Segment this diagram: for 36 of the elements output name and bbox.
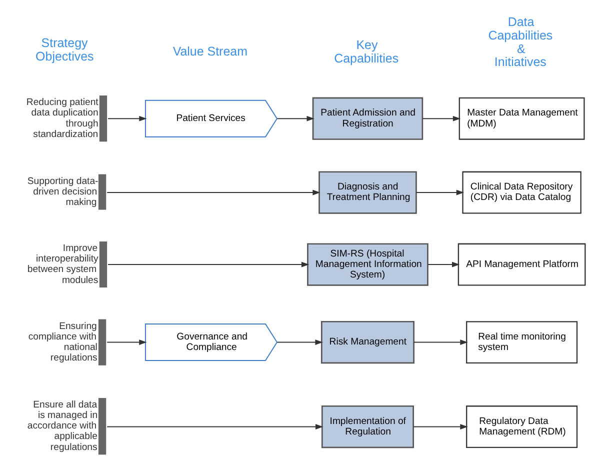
node-box: Clinical Data Repository (CDR) via Data Catalog xyxy=(462,171,581,214)
node-box: Diagnosis and Treatment Planning xyxy=(318,171,416,214)
arrow xyxy=(412,340,468,345)
node-box xyxy=(98,96,107,142)
node-label: Reducing patient data duplication through standardization xyxy=(26,97,98,140)
node-box: SIM-RS (Hospital Management Information System) xyxy=(306,243,428,286)
label: Value Stream xyxy=(172,44,247,59)
node-box xyxy=(98,241,107,288)
arrow xyxy=(106,190,320,196)
arrow xyxy=(426,262,460,268)
node-box xyxy=(98,398,106,455)
node-box: Regulatory Data Management (RDM) xyxy=(466,406,578,448)
arrow xyxy=(276,116,314,122)
node-box: Patient Admission and Registration xyxy=(312,97,423,140)
arrow xyxy=(106,340,146,345)
label: Key Capabilities xyxy=(334,38,398,66)
node-label: Supporting data-driven decision making xyxy=(26,176,98,208)
arrow xyxy=(107,116,146,122)
arrow xyxy=(107,262,309,268)
node-box: Risk Management xyxy=(320,320,414,364)
node-box: Master Data Management (MDM) xyxy=(458,97,584,140)
arrow xyxy=(415,190,464,196)
node-box: API Management Platform xyxy=(457,243,586,286)
arrow xyxy=(422,116,460,122)
arrow xyxy=(412,424,468,430)
node-box xyxy=(98,174,106,210)
node-label: Improve interoperability between system modules xyxy=(26,243,98,286)
node-label: Ensuring compliance with national regulations xyxy=(28,320,97,364)
arrow xyxy=(106,424,323,430)
node-box: Implementation of Regulation xyxy=(320,405,414,448)
label: Strategy Objectives xyxy=(35,36,94,64)
arrow xyxy=(276,340,322,345)
node-label: Ensure all data is managed in accordance with applicable regulations xyxy=(26,400,98,453)
label: Data Capabilities & Initiatives xyxy=(488,14,552,70)
node-box: Real time monitoring system xyxy=(466,321,578,364)
node-box xyxy=(98,319,106,366)
